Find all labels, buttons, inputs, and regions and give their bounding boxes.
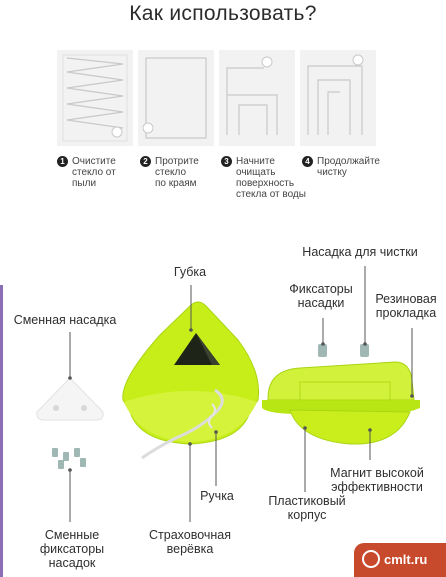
step-number: 3: [221, 156, 232, 167]
step-4-illustration: [300, 50, 376, 146]
step-number: 2: [140, 156, 151, 167]
step-text: Очистите стекло от пыли: [72, 156, 116, 189]
watermark-badge: cmlt.ru: [354, 543, 446, 577]
step-text: Начните очищать поверхность стекла от во…: [236, 156, 306, 200]
label-plastic-body: Пластиковый корпус: [268, 494, 346, 522]
cleaner-triangle-image: [122, 301, 260, 445]
label-replaceable-head: Сменная насадка: [13, 313, 117, 327]
cleaner-side-image: [262, 361, 420, 445]
left-accent-bar: [0, 285, 3, 577]
watermark-text: cmlt.ru: [384, 552, 428, 567]
label-head-locks: Фиксаторы насадки: [289, 282, 353, 310]
label-spare-locks: Сменные фиксаторы насадок: [39, 528, 105, 570]
spare-locks-image: [52, 448, 86, 469]
step-text: Продолжайте чистку: [317, 156, 380, 178]
label-sponge: Губка: [173, 265, 207, 279]
replaceable-head-image: [36, 377, 104, 421]
label-handle: Ручка: [200, 489, 234, 503]
page-title: Как использовать?: [129, 2, 317, 25]
step-text: Протрите стекло по краям: [155, 156, 199, 189]
label-strong-magnet: Магнит высокой эффективности: [330, 466, 424, 494]
step-number: 1: [57, 156, 68, 167]
brand-logo-icon: [362, 550, 380, 568]
label-rubber-gasket: Резиновая прокладка: [375, 292, 437, 320]
label-brush-head: Насадка для чистки: [302, 245, 418, 259]
label-safety-rope: Страховочная верёвка: [148, 528, 232, 556]
step-number: 4: [302, 156, 313, 167]
step-1-illustration: [57, 50, 133, 146]
step-2-illustration: [138, 50, 214, 146]
step-3-illustration: [219, 50, 295, 146]
